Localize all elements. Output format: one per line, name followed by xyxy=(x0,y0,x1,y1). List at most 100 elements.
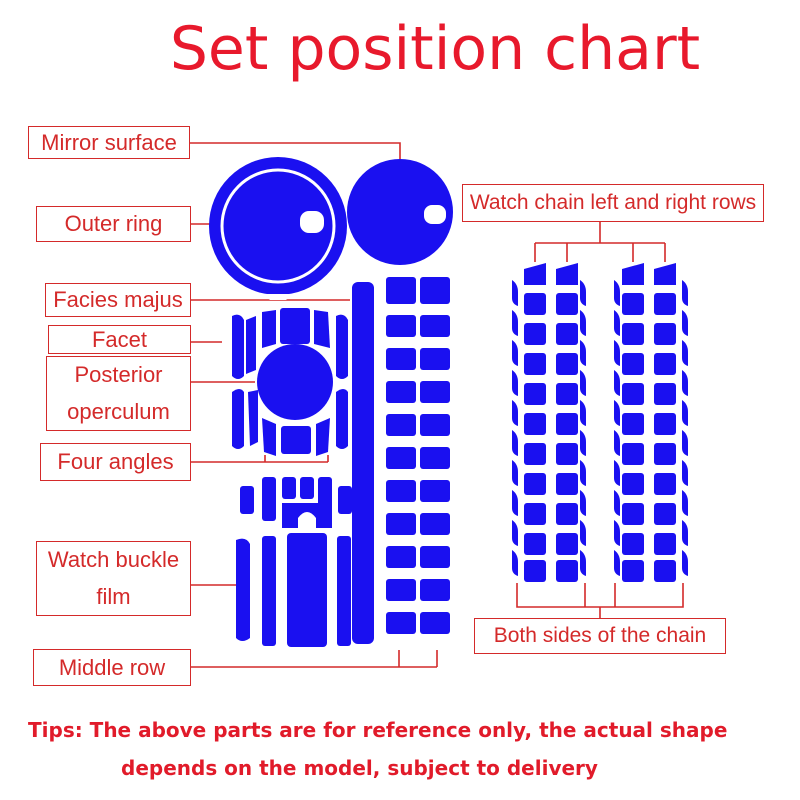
chain-link xyxy=(524,503,546,525)
middle-row-cell xyxy=(386,612,416,634)
chain-link xyxy=(622,323,644,345)
facet-left-inner-lower xyxy=(248,390,258,446)
chain-bottom-link xyxy=(654,560,676,582)
middle-row-cell xyxy=(420,447,450,469)
facet-right-upper xyxy=(336,314,348,379)
label-posterior-text-2: operculum xyxy=(67,398,170,424)
chain-side-piece xyxy=(682,370,688,396)
label-watch-buckle-text-1: Watch buckle xyxy=(47,547,180,573)
buckle-strip-center xyxy=(287,533,327,647)
four-angle-bottom-piece xyxy=(281,426,311,454)
label-facies-majus: Facies majus xyxy=(45,283,191,317)
label-four-angles-text: Four angles xyxy=(57,449,174,474)
four-angle-bottom-left xyxy=(262,418,276,456)
chain-link xyxy=(622,413,644,435)
chain-link xyxy=(556,353,578,375)
buckle-strip-1 xyxy=(262,536,276,646)
chain-link xyxy=(654,503,676,525)
leader-middle-row xyxy=(191,650,438,668)
outer-ring-camera-cutout xyxy=(300,211,324,233)
chain-link xyxy=(524,323,546,345)
chain-link xyxy=(622,293,644,315)
middle-row-cell xyxy=(420,546,450,568)
leader-chain-sides xyxy=(516,583,684,620)
chain-side-piece xyxy=(580,400,586,426)
chain-top-piece xyxy=(556,263,578,285)
leader-chain-rows xyxy=(534,222,666,262)
chain-link xyxy=(524,533,546,555)
buckle-top-3 xyxy=(300,477,314,499)
chain-side-piece xyxy=(512,460,518,486)
chain-bottom-link xyxy=(524,560,546,582)
leader-four-angles xyxy=(191,455,329,463)
chain-link xyxy=(622,353,644,375)
chain-side-piece xyxy=(512,370,518,396)
label-watch-chain-rows-text: Watch chain left and right rows xyxy=(469,191,757,214)
middle-row-cell xyxy=(386,579,416,601)
tips-line-2: depends on the model, subject to deliver… xyxy=(121,756,598,780)
middle-row-cell xyxy=(386,381,416,403)
chain-side-piece xyxy=(682,550,688,576)
chain-link xyxy=(524,383,546,405)
chain-link xyxy=(654,413,676,435)
label-watch-buckle-film: Watch buckle film xyxy=(36,541,191,616)
facet-left-lower xyxy=(232,389,244,449)
label-both-sides-chain: Both sides of the chain xyxy=(474,618,726,654)
chain-side-piece xyxy=(682,430,688,456)
label-facet-text: Facet xyxy=(91,326,148,352)
label-outer-ring: Outer ring xyxy=(36,206,191,242)
buckle-top-1 xyxy=(262,477,276,521)
chain-side-piece xyxy=(682,400,688,426)
chain-side-piece xyxy=(580,550,586,576)
four-angle-bottom-right xyxy=(316,418,330,456)
chain-side-piece xyxy=(580,340,586,366)
facet-top-left-piece xyxy=(262,310,276,348)
chain-bottom-link xyxy=(556,560,578,582)
chain-link xyxy=(622,533,644,555)
label-both-sides-chain-text: Both sides of the chain xyxy=(493,624,707,647)
chain-link xyxy=(556,383,578,405)
chain-link xyxy=(622,443,644,465)
facet-left-upper xyxy=(232,314,244,379)
label-posterior-text-1: Posterior xyxy=(74,362,163,388)
blue-film-parts xyxy=(209,157,453,295)
chain-link xyxy=(556,503,578,525)
chain-side-piece xyxy=(512,490,518,516)
chain-side-piece xyxy=(682,340,688,366)
chain-top-piece xyxy=(654,263,676,285)
chain-link xyxy=(654,353,676,375)
mirror-camera-cutout xyxy=(424,205,446,224)
chain-link xyxy=(556,413,578,435)
label-facet: Facet xyxy=(48,325,191,354)
chart-title: Set position chart xyxy=(169,14,701,84)
chain-link xyxy=(622,383,644,405)
middle-row-cell xyxy=(386,513,416,535)
middle-row-cell xyxy=(420,381,450,403)
chain-link xyxy=(556,533,578,555)
chain-link xyxy=(524,473,546,495)
facet-top-piece xyxy=(280,308,310,344)
chain-side-piece xyxy=(580,370,586,396)
chain-link xyxy=(654,383,676,405)
chain-link xyxy=(654,473,676,495)
chain-side-piece xyxy=(512,280,518,306)
chain-link xyxy=(622,473,644,495)
buckle-top-2 xyxy=(282,477,296,499)
middle-row-cell xyxy=(420,414,450,436)
label-outer-ring-text: Outer ring xyxy=(64,211,163,236)
mirror-surface-disc xyxy=(347,159,453,265)
part-details xyxy=(220,168,446,300)
chain-link xyxy=(654,323,676,345)
chain-side-piece xyxy=(682,490,688,516)
chain-side-piece xyxy=(614,460,620,486)
middle-row-cell xyxy=(386,348,416,370)
label-watch-buckle-text-2: film xyxy=(96,583,131,609)
chain-link xyxy=(556,443,578,465)
label-middle-row: Middle row xyxy=(33,649,191,686)
buckle-strip-right-outer xyxy=(356,538,368,641)
chain-link xyxy=(524,443,546,465)
chain-side-piece xyxy=(614,310,620,336)
chain-link xyxy=(556,473,578,495)
middle-row-cell xyxy=(386,546,416,568)
